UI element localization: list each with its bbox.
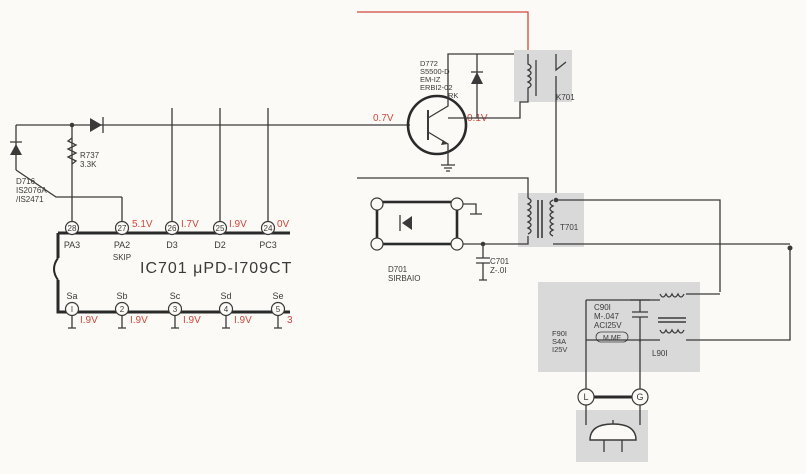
ic701-title: IC701 μPD-I709CT [140,260,292,277]
transformer-t701: T701 [518,193,584,247]
ic-pin-26: 26 D3 I.7V [164,219,199,250]
svg-text:Sa: Sa [66,291,77,301]
svg-text:M,MF: M,MF [603,335,621,342]
ic701-top-pins: 28 PA3 27 PA2 SKIP 5.1V 26 D3 I.7V 25 D2… [64,219,290,262]
svg-text:26: 26 [168,224,177,233]
svg-text:C90I: C90I [594,303,611,312]
svg-text:EM-IZ: EM-IZ [420,75,441,84]
svg-text:D701: D701 [388,265,408,274]
svg-text:/IS2471: /IS2471 [16,195,44,204]
svg-text:D716: D716 [16,177,36,186]
svg-text:3: 3 [173,305,178,314]
resistor-r737: R737 3.3K [66,137,100,169]
relay-k701: K701 [477,50,575,200]
svg-text:Sb: Sb [116,291,127,301]
ic-pin-24: 24 PC3 0V [259,219,289,250]
svg-text:SIRBAIO: SIRBAIO [388,274,420,283]
svg-text:5: 5 [276,305,281,314]
svg-text:28: 28 [68,224,77,233]
svg-text:S4A: S4A [552,337,566,346]
diode-d772: D772 S5500-D EM-IZ ERBI2-02 RK [420,54,483,119]
svg-text:27: 27 [118,224,127,233]
svg-text:IS2076A: IS2076A [16,186,47,195]
svg-text:Sd: Sd [220,291,231,301]
svg-text:SKIP: SKIP [113,253,131,262]
svg-text:I.9V: I.9V [183,315,201,326]
svg-text:L: L [583,392,588,402]
svg-text:Sc: Sc [170,291,181,301]
svg-text:M-.047: M-.047 [594,312,619,321]
svg-text:I: I [71,305,73,314]
svg-text:5.1V: 5.1V [132,219,153,230]
svg-text:RK: RK [448,91,458,100]
svg-text:PA3: PA3 [64,240,80,250]
transistor: 0.7V 0.1V [373,88,488,172]
svg-text:ERBI2-02: ERBI2-02 [420,83,453,92]
svg-text:3.3K: 3.3K [80,160,97,169]
svg-text:T701: T701 [560,223,579,232]
svg-text:C701: C701 [490,257,510,266]
svg-text:I.9V: I.9V [130,315,148,326]
ic-pin-28: 28 PA3 [64,220,80,250]
ic-pin-27: 27 PA2 SKIP 5.1V [113,219,153,262]
diode-series [90,117,104,133]
ic-pin-25: 25 D2 I.9V [212,219,247,250]
fuse-f901: F90I S4A I25V [552,300,587,372]
svg-text:0.7V: 0.7V [373,113,394,124]
svg-text:I.7V: I.7V [181,219,199,230]
svg-text:I.9V: I.9V [234,315,252,326]
svg-text:PC3: PC3 [259,240,277,250]
ic701-bottom-pins: Sa I I.9V Sb 2 I.9V Sc 3 I.9V Sd 4 I.9V [64,291,293,329]
svg-text:I.9V: I.9V [229,219,247,230]
svg-text:3: 3 [287,315,293,326]
filter-block: C90I M-.047 ACI25V M,MF L90I [538,248,791,372]
capacitor-c701: C701 Z-.0I [476,241,510,281]
svg-text:I25V: I25V [552,345,567,354]
svg-text:G: G [636,392,643,402]
svg-text:ACI25V: ACI25V [594,321,622,330]
svg-text:R737: R737 [80,151,100,160]
diode-d716: D716 IS2076A /IS2471 [10,125,122,204]
svg-text:Z-.0I: Z-.0I [490,266,506,275]
svg-text:24: 24 [264,224,273,233]
ic-pin-2: Sb 2 I.9V [114,291,148,329]
svg-text:L90I: L90I [652,349,668,358]
svg-text:K701: K701 [556,93,575,102]
svg-text:2: 2 [120,305,125,314]
svg-text:PA2: PA2 [114,240,130,250]
svg-text:D772: D772 [420,59,438,68]
svg-text:4: 4 [224,305,229,314]
bridge-rectifier-d701: D701 SIRBAIO [370,197,482,283]
ic-pin-3: Sc 3 I.9V [167,291,201,329]
ic-pin-5: Se 5 3 [270,291,293,329]
svg-text:D3: D3 [166,240,178,250]
svg-text:D2: D2 [214,240,226,250]
svg-text:25: 25 [216,224,225,233]
svg-text:0V: 0V [277,219,290,230]
svg-text:I.9V: I.9V [80,315,98,326]
svg-text:S5500-D: S5500-D [420,67,450,76]
ic-pin-4: Sd 4 I.9V [218,291,252,329]
svg-text:F90I: F90I [552,329,567,338]
svg-text:Se: Se [272,291,283,301]
power-plug: L G [576,340,649,462]
ic-pin-1: Sa I I.9V [64,291,98,329]
